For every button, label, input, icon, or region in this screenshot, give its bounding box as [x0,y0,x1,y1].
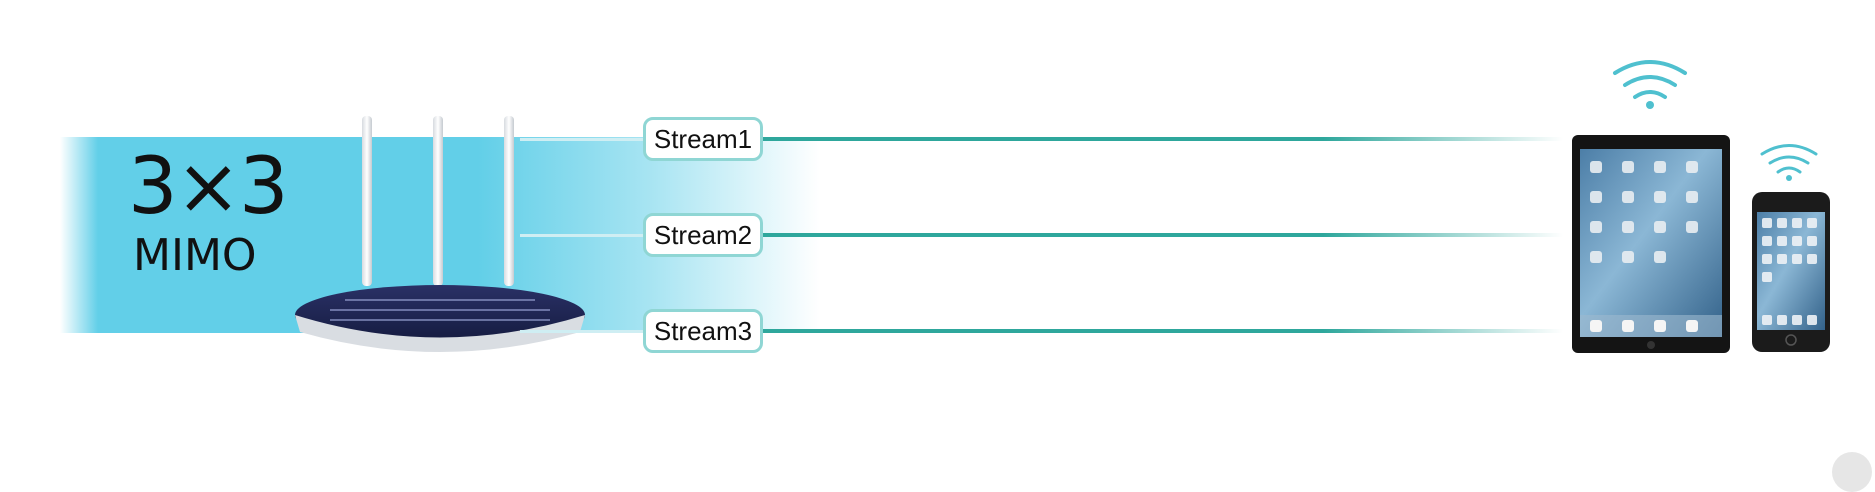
stream-1-label: Stream1 [643,117,763,161]
wifi-icon [1613,60,1687,109]
collapse-icon[interactable] [1832,452,1872,492]
wifi-icon [1760,144,1818,181]
phone-icon [1752,192,1830,352]
stream-2-line [763,233,1563,237]
router-icon [295,116,585,352]
stream-2-label: Stream2 [643,213,763,257]
mimo-size-label: 3×3 [128,142,289,232]
mimo-diagram: 3×3 MIMO Stream1 Stream2 Stream3 [60,60,1872,492]
stream-3-line [763,329,1563,333]
stream-line-left-1 [520,138,643,141]
stream-3-label: Stream3 [643,309,763,353]
tablet-icon [1572,135,1730,353]
stream-1-line [763,137,1563,141]
mimo-tech-label: MIMO [133,230,257,281]
stream-line-left-2 [520,234,643,237]
stream-line-left-3 [520,330,643,333]
